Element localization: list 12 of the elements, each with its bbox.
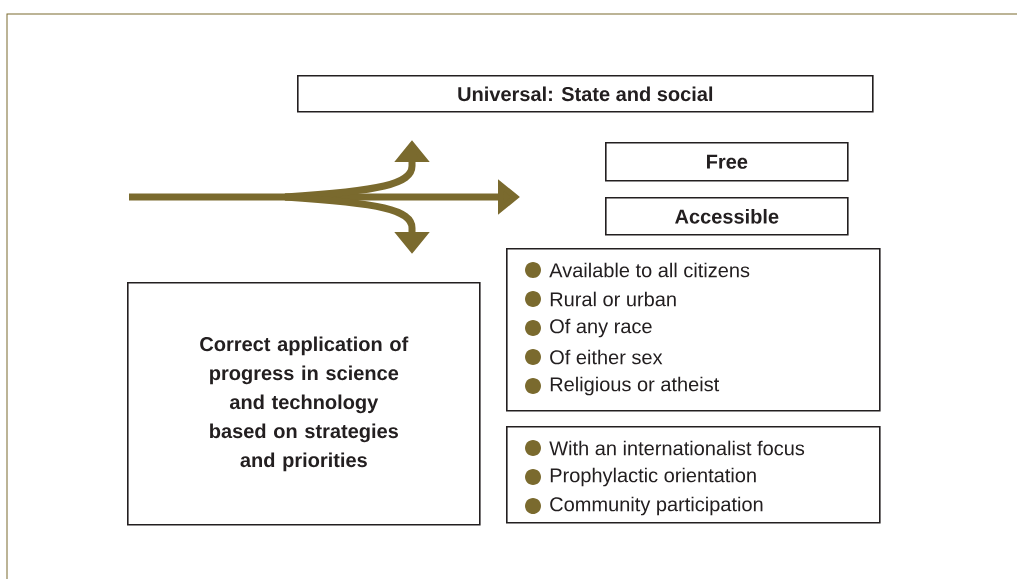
node-label: Universal: State and social	[458, 86, 713, 102]
node-label: Available to all citizens	[549, 262, 750, 278]
node-label: Free	[707, 154, 748, 169]
node-label: Of either sex	[550, 349, 663, 365]
node-label: Religious or atheist	[550, 376, 720, 396]
node-label: Of any race	[550, 318, 652, 338]
node-label: Rural or urban	[550, 291, 676, 307]
node-label: Community participation	[550, 496, 763, 516]
node-label: Correct application of progress in science and technology based on strategies and priorities	[200, 336, 409, 472]
node-label: Prophylactic orientation	[550, 467, 756, 487]
node-label: With an internationalist focus	[549, 440, 805, 456]
node-label: Accessible	[675, 208, 779, 224]
